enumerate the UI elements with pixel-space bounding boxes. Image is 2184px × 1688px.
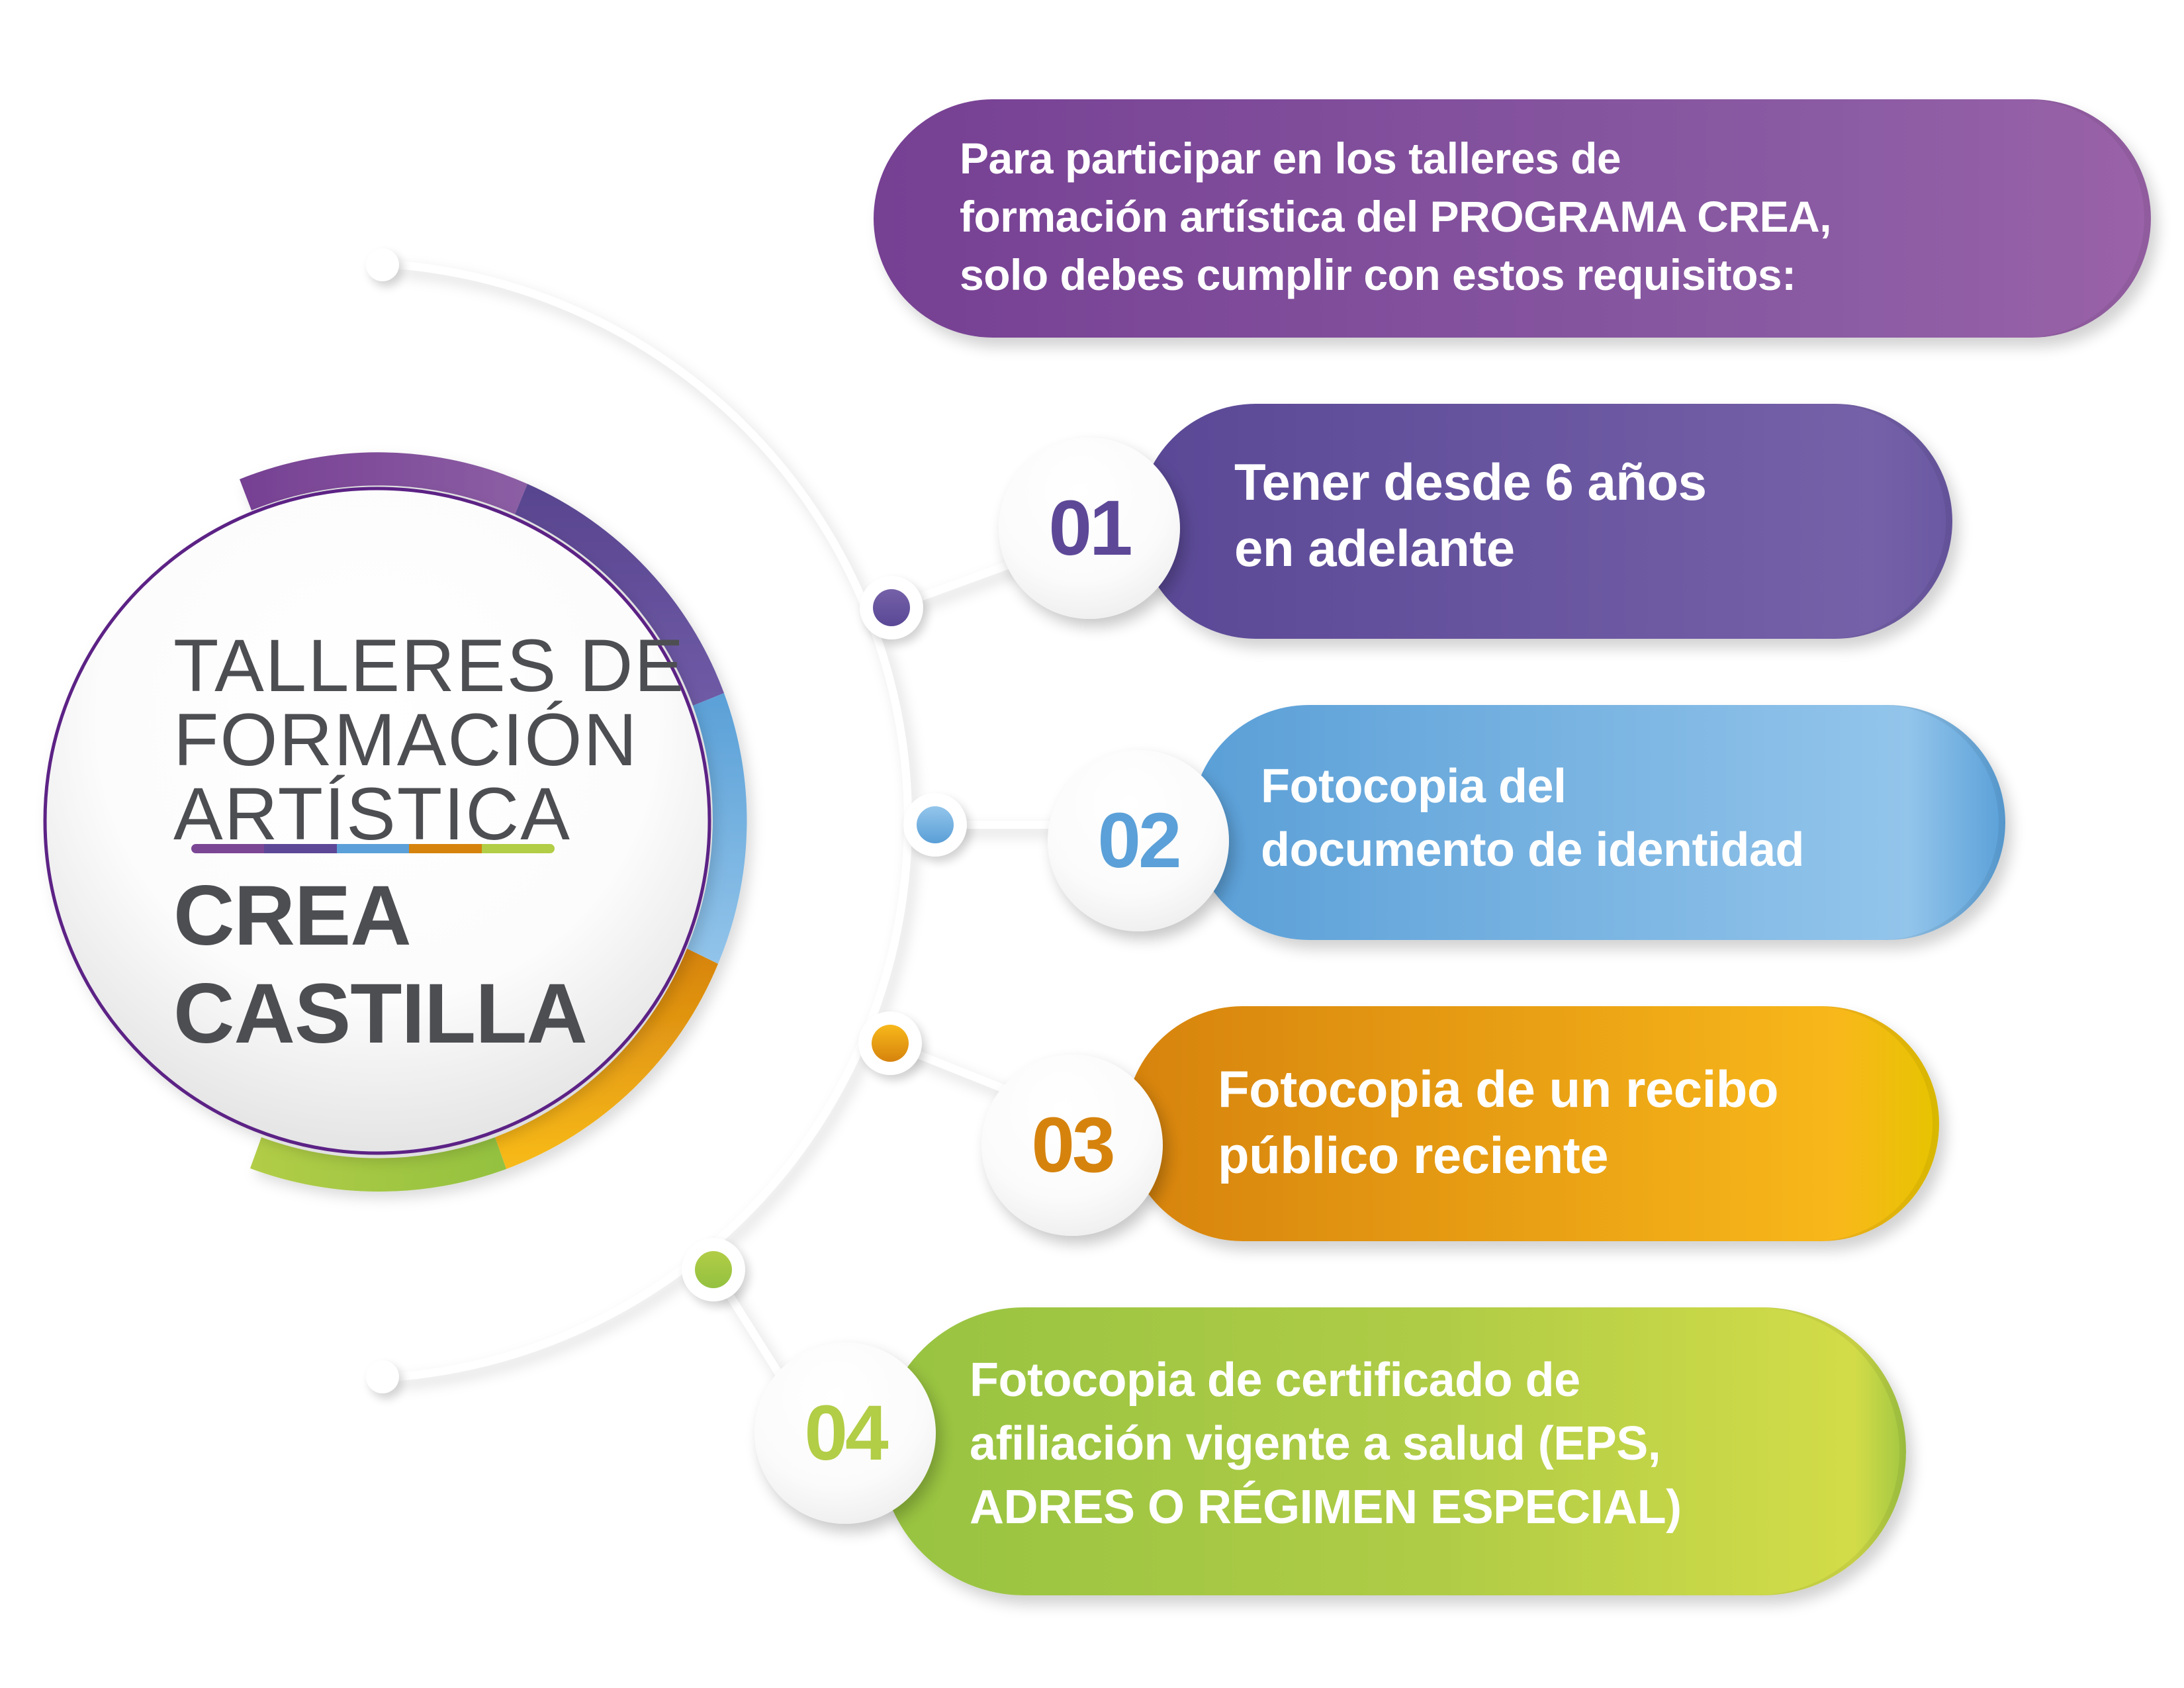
arc-end-cap-top	[366, 248, 399, 281]
requirement-number-01: 01	[999, 438, 1180, 619]
arc-end-cap-bottom	[366, 1360, 399, 1393]
connector-dot-04	[682, 1238, 745, 1301]
requirement-01-line-2: en adelante	[1234, 519, 1515, 577]
requirement-number-04-label: 04	[804, 1389, 888, 1477]
rainbow-segment-purple	[191, 844, 264, 853]
requirement-02-text: Fotocopia del documento de identidad	[1261, 755, 1805, 882]
requirement-number-02-label: 02	[1097, 797, 1181, 884]
requirement-03-line-1: Fotocopia de un recibo	[1218, 1060, 1779, 1118]
requirement-02-line-2: documento de identidad	[1261, 823, 1805, 876]
requirement-03-line-2: público reciente	[1218, 1126, 1609, 1184]
requirement-04-line-1: Fotocopia de certificado de	[970, 1354, 1580, 1407]
badge-line-2: FORMACIÓN	[173, 698, 639, 781]
dot-04-icon	[695, 1251, 732, 1288]
requirement-01-line-1: Tener desde 6 años	[1234, 453, 1707, 511]
connector-dot-03	[858, 1011, 922, 1075]
requirement-card-04: Fotocopia de certificado de afiliación v…	[880, 1307, 1906, 1595]
rainbow-segment-indigo	[263, 844, 337, 853]
badge-disc	[43, 487, 711, 1155]
connector-dot-02	[903, 793, 967, 857]
requirement-03-text: Fotocopia de un recibo público reciente	[1218, 1056, 1779, 1188]
intro-banner-text: Para participar en los talleres de forma…	[960, 129, 1832, 304]
badge-line-1: TALLERES DE	[173, 624, 686, 707]
intro-line-3: solo debes cumplir con estos requisitos:	[960, 250, 1796, 299]
rainbow-segment-orange	[409, 844, 482, 853]
badge-program-name: CREA CASTILLA	[173, 867, 588, 1063]
badge-line-3: ARTÍSTICA	[173, 773, 571, 855]
requirement-number-01-label: 01	[1048, 485, 1132, 572]
requirement-number-03: 03	[981, 1055, 1163, 1236]
requirement-04-text: Fotocopia de certificado de afiliación v…	[970, 1348, 1682, 1539]
requirement-04-line-3: ADRES O RÉGIMEN ESPECIAL)	[970, 1481, 1682, 1534]
requirement-card-02: Fotocopia del documento de identidad	[1191, 705, 2005, 940]
requirement-card-03: Fotocopia de un recibo público reciente	[1125, 1006, 1939, 1241]
dot-02-icon	[917, 806, 954, 843]
rainbow-segment-blue	[336, 844, 410, 853]
rainbow-divider	[191, 844, 555, 853]
requirement-number-04: 04	[754, 1342, 936, 1524]
badge-title: TALLERES DE FORMACIÓN ARTÍSTICA	[173, 629, 685, 851]
requirement-02-line-1: Fotocopia del	[1261, 760, 1567, 813]
badge-ring	[240, 452, 747, 1192]
dot-01-icon	[873, 589, 910, 626]
badge-name-line-1: CREA	[173, 868, 412, 963]
requirement-04-line-2: afiliación vigente a salud (EPS,	[970, 1417, 1661, 1470]
requirement-number-02: 02	[1048, 750, 1229, 931]
badge-name-line-2: CASTILLA	[173, 966, 588, 1061]
rainbow-segment-green	[482, 844, 555, 853]
intro-line-1: Para participar en los talleres de	[960, 134, 1621, 183]
connector-dot-01	[860, 576, 923, 639]
requirement-01-text: Tener desde 6 años en adelante	[1234, 449, 1707, 581]
requirement-card-01: Tener desde 6 años en adelante	[1138, 404, 1952, 639]
intro-line-2: formación artística del PROGRAMA CREA,	[960, 192, 1832, 241]
dot-03-icon	[872, 1025, 909, 1062]
intro-banner: Para participar en los talleres de forma…	[874, 99, 2151, 338]
requirement-number-03-label: 03	[1031, 1102, 1115, 1189]
